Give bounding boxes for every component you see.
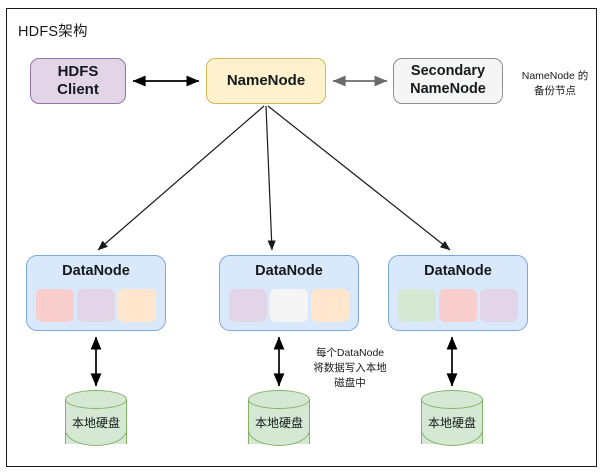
hdfs-client-label-line1: HDFS [57,62,99,80]
annotation-disk-line1: 每个DataNode [315,347,385,359]
local-disk-3-label: 本地硬盘 [427,416,476,430]
annotation-disk-write: 每个DataNode 将数据写入本地 磁盘中 [296,346,404,391]
annotation-secondary-line1: NameNode 的 [521,70,589,82]
datanode-2-label: DataNode [255,263,323,279]
datanode-3-block-1 [398,289,436,322]
datanode-1-block-1 [36,289,74,322]
node-secondary-namenode[interactable]: Secondary NameNode [393,58,503,104]
datanode-1-blocks [36,289,156,322]
local-disk-1-label: 本地硬盘 [71,416,120,430]
datanode-2-block-1 [229,289,267,322]
namenode-label: NameNode [226,71,306,89]
disk-1-top [65,390,127,409]
node-local-disk-3[interactable]: 本地硬盘 [421,390,483,452]
datanode-1-label: DataNode [62,263,130,279]
datanode-1-block-2 [77,289,115,322]
local-disk-2-label: 本地硬盘 [254,416,303,430]
node-local-disk-2[interactable]: 本地硬盘 [248,390,310,452]
annotation-secondary-line2: 备份节点 [534,84,576,97]
datanode-2-block-2 [270,289,308,322]
secondary-namenode-label-line2: NameNode [410,81,486,97]
disk-3-top [421,390,483,409]
datanode-3-blocks [398,289,518,322]
node-namenode[interactable]: NameNode [206,58,326,104]
annotation-disk-line3: 磁盘中 [334,376,366,389]
page-title: HDFS架构 [18,24,88,40]
edge-namenode-datanode-3 [267,105,451,251]
node-datanode-1[interactable]: DataNode [26,255,166,331]
datanode-1-block-3 [118,289,156,322]
annotation-secondary-namenode: NameNode 的 备份节点 [512,69,598,99]
edge-namenode-datanode-1 [97,105,265,251]
node-datanode-3[interactable]: DataNode [388,255,528,331]
datanode-3-block-2 [439,289,477,322]
secondary-namenode-label-line1: Secondary [410,63,486,80]
annotation-disk-line2: 将数据写入本地 [313,361,387,374]
datanode-3-label: DataNode [424,263,492,279]
datanode-2-block-3 [311,289,349,322]
edge-namenode-datanode-2 [265,105,276,251]
node-datanode-2[interactable]: DataNode [219,255,359,331]
node-local-disk-1[interactable]: 本地硬盘 [65,390,127,452]
datanode-3-block-3 [480,289,518,322]
node-hdfs-client[interactable]: HDFS Client [30,58,126,104]
disk-2-top [248,390,310,409]
hdfs-client-label-line2: Client [57,81,99,98]
datanode-2-blocks [229,289,349,322]
